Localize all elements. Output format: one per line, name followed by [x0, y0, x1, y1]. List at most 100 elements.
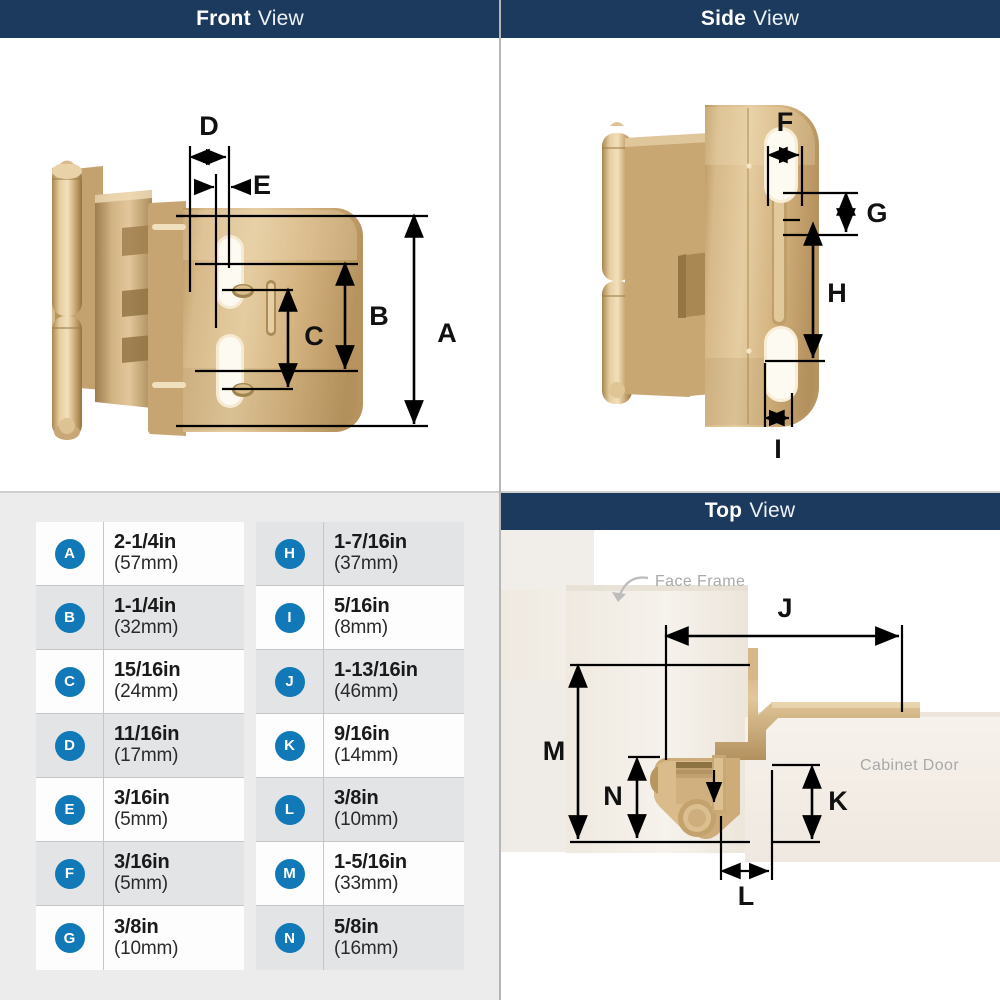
vertical-panel-divider [499, 0, 501, 1000]
side-dim-label-I: I [774, 434, 782, 464]
dimension-badge: J [274, 666, 305, 697]
dimension-value-cell: 3/16in(5mm) [104, 842, 244, 905]
dimension-badge: K [274, 730, 305, 761]
front-dim-label-C: C [304, 321, 324, 351]
dimension-value-inches: 1-5/16in [334, 851, 407, 874]
dimension-value-inches: 3/8in [334, 787, 379, 810]
dimension-badge: B [54, 602, 85, 633]
side-dim-G: G [783, 191, 888, 237]
side-hinge-illustration [602, 100, 819, 428]
dimension-value-cell: 2-1/4in(57mm) [104, 522, 244, 585]
dimension-value-mm: (17mm) [114, 745, 179, 767]
dimension-badge: L [274, 794, 305, 825]
front-dim-E: E [193, 170, 271, 328]
dimension-badge: D [54, 730, 85, 761]
top-view-drawing: Face Frame Cabinet Door J [500, 530, 1000, 911]
dimension-badge-cell: H [256, 522, 324, 585]
dimension-badge-cell: D [36, 714, 104, 777]
side-dim-label-G: G [866, 198, 887, 228]
top-dim-L: L [719, 770, 774, 911]
dimension-value-inches: 3/16in [114, 851, 170, 874]
table-row: D 11/16in(17mm) [36, 714, 244, 778]
dimension-value-mm: (10mm) [114, 937, 179, 959]
dimension-badge: E [54, 794, 85, 825]
dimension-badge-cell: K [256, 714, 324, 777]
hinge-knuckle-top [52, 160, 82, 316]
dimension-value-cell: 1-1/4in(32mm) [104, 586, 244, 649]
dimension-table-left-column: A 2-1/4in(57mm) B 1-1/4in(32mm) C 15/16in(24m… [36, 522, 244, 970]
front-dim-A: A [176, 213, 457, 428]
dimension-badge-cell: F [36, 842, 104, 905]
dimension-value-cell: 9/16in(14mm) [324, 714, 464, 777]
dimension-badge: M [274, 858, 305, 889]
dimension-value-cell: 3/16in(5mm) [104, 778, 244, 841]
dimension-badge-cell: A [36, 522, 104, 585]
dimension-badge: G [54, 923, 85, 953]
side-view-body: F G H [500, 38, 1000, 492]
dimension-value-inches: 3/16in [114, 787, 170, 810]
top-dim-label-L: L [738, 881, 755, 911]
dimension-value-cell: 5/16in(8mm) [324, 586, 464, 649]
side-dim-label-F: F [777, 107, 794, 137]
dimension-value-inches: 1-13/16in [334, 659, 418, 682]
side-view-title-bold: Side [700, 7, 747, 30]
top-dim-label-K: K [828, 786, 848, 816]
front-hinge-illustration [52, 160, 363, 440]
dimension-value-inches: 1-7/16in [334, 531, 407, 554]
side-view-header: Side View [500, 0, 1000, 38]
dimension-value-mm: (32mm) [114, 617, 179, 639]
side-view-drawing: F G H [602, 100, 888, 464]
dimension-value-mm: (33mm) [334, 873, 399, 895]
top-view-title-bold: Top [704, 499, 743, 522]
table-row: J 1-13/16in(46mm) [256, 650, 464, 714]
dimension-value-mm: (5mm) [114, 809, 168, 831]
dimension-value-cell: 11/16in(17mm) [104, 714, 244, 777]
dimension-value-mm: (14mm) [334, 745, 399, 767]
dimension-value-cell: 3/8in(10mm) [104, 906, 244, 970]
dimension-badge: A [54, 538, 85, 569]
cabinet-door-label: Cabinet Door [860, 757, 959, 774]
side-dim-I: I [763, 363, 794, 464]
front-dim-D: D [188, 111, 231, 292]
dimension-badge: I [274, 602, 305, 633]
side-hinge-knuckle [602, 122, 632, 404]
top-dim-label-M: M [543, 736, 566, 766]
table-row: C 15/16in(24mm) [36, 650, 244, 714]
dimension-value-inches: 9/16in [334, 723, 390, 746]
dimension-value-cell: 5/8in(16mm) [324, 906, 464, 970]
front-dim-label-E: E [253, 170, 271, 200]
side-dim-F: F [766, 107, 804, 206]
side-dim-H: H [765, 221, 847, 363]
dimension-value-mm: (8mm) [334, 617, 388, 639]
dimension-table: A 2-1/4in(57mm) B 1-1/4in(32mm) C 15/16in(24m… [36, 522, 464, 970]
dimension-badge-cell: N [256, 906, 324, 970]
dimension-badge: C [54, 666, 85, 697]
dimension-value-cell: 1-13/16in(46mm) [324, 650, 464, 713]
hinge-knuckle-bottom [52, 316, 82, 440]
side-view-title-light: View [753, 7, 800, 30]
front-view-title-bold: Front [196, 7, 251, 30]
front-view-title-light: View [257, 7, 304, 30]
top-dim-N: N [603, 755, 660, 839]
dimension-value-cell: 3/8in(10mm) [324, 778, 464, 841]
face-frame-callout: Face Frame [612, 573, 745, 602]
dimension-value-mm: (16mm) [334, 937, 399, 959]
panel-front-view: Front View [0, 0, 500, 492]
dimension-value-mm: (46mm) [334, 681, 399, 703]
table-row: G 3/8in(10mm) [36, 906, 244, 970]
top-dim-label-J: J [777, 593, 792, 623]
dimension-badge-cell: I [256, 586, 324, 649]
dimension-badge-cell: E [36, 778, 104, 841]
front-dim-B: B [195, 261, 389, 373]
dimension-value-mm: (5mm) [114, 873, 168, 895]
dimension-value-cell: 15/16in(24mm) [104, 650, 244, 713]
top-dim-M: M [543, 663, 750, 844]
dimension-badge-cell: M [256, 842, 324, 905]
dimension-value-inches: 5/16in [334, 595, 390, 618]
dimension-value-inches: 15/16in [114, 659, 181, 682]
